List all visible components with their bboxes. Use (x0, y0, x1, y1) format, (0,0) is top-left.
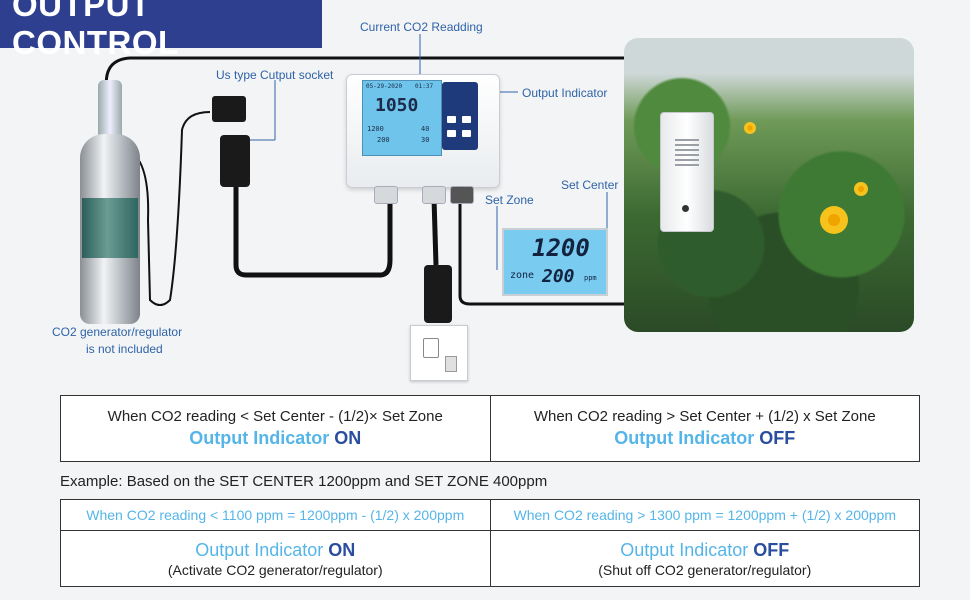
controller-up-button[interactable] (447, 116, 456, 123)
zoom-unit: ppm (584, 274, 597, 282)
example-table: When CO2 reading < 1100 ppm = 1200ppm - … (60, 499, 920, 587)
lcd-zone-right: 30 (421, 136, 430, 144)
rule-table: When CO2 reading < Set Center - (1/2)× S… (60, 395, 920, 462)
zoom-zone-value: 200 (542, 266, 575, 287)
socket-plug (220, 135, 250, 187)
power-plug (424, 265, 452, 323)
zoomed-lcd: 1200 zone 200 ppm (502, 228, 608, 296)
example-off-cell: Output Indicator OFF (Shut off CO2 gener… (489, 531, 920, 586)
callout-generator-line1: CO2 generator/regulator (52, 325, 183, 339)
example-on-state: Output Indicator ON (195, 539, 356, 560)
callout-current-reading: Current CO2 Readding (360, 20, 483, 34)
example-text: Example: Based on the SET CENTER 1200ppm… (60, 473, 548, 490)
cable-glands (362, 186, 474, 204)
rule-off-state: Output Indicator OFF (614, 428, 796, 448)
controller-down-button[interactable] (447, 130, 456, 137)
co2-sensor (660, 112, 714, 232)
flower-icon (854, 182, 868, 196)
lcd-reading: 1050 (375, 95, 419, 116)
example-on-condition: When CO2 reading < 1100 ppm = 1200ppm - … (86, 507, 465, 523)
controller-enter-button[interactable] (462, 130, 471, 137)
callout-set-center: Set Center (561, 178, 619, 192)
rule-on-cell: When CO2 reading < Set Center - (1/2)× S… (61, 396, 490, 461)
rule-off-condition: When CO2 reading > Set Center + (1/2) x … (533, 408, 876, 425)
lcd-center-right: 40 (421, 125, 430, 133)
example-off-state: Output Indicator OFF (620, 539, 790, 560)
lcd-center: 1200 (367, 125, 384, 133)
callout-output-indicator: Output Indicator (522, 86, 608, 100)
zoom-center-value: 1200 (532, 234, 590, 262)
callout-set-zone: Set Zone (485, 193, 534, 207)
rule-on-condition: When CO2 reading < Set Center - (1/2)× S… (107, 408, 443, 425)
lcd-zone: 200 (377, 136, 390, 144)
cylinder-label (82, 198, 138, 258)
flower-icon (820, 206, 848, 234)
example-off-note: (Shut off CO2 generator/regulator) (598, 561, 812, 578)
lcd-time: 01:37 (415, 83, 434, 90)
lcd-date: 05-29-2020 (366, 83, 403, 90)
rule-off-cell: When CO2 reading > Set Center + (1/2) x … (489, 396, 920, 461)
callout-socket: Us type Cutput socket (216, 68, 334, 82)
controller-button-panel (442, 82, 478, 150)
example-on-note: (Activate CO2 generator/regulator) (167, 561, 383, 578)
zoom-zone-label: zone (510, 270, 535, 281)
output-socket (212, 96, 246, 122)
rule-on-state: Output Indicator ON (189, 428, 362, 448)
cylinder-valve (98, 80, 122, 138)
controller-set-button[interactable] (462, 116, 471, 123)
wall-outlet (410, 325, 468, 381)
controller-lcd: 05-29-2020 01:37 1050 1200 40 200 30 (362, 80, 442, 156)
example-on-cell: Output Indicator ON (Activate CO2 genera… (61, 531, 490, 586)
flower-icon (744, 122, 756, 134)
example-off-condition: When CO2 reading > 1300 ppm = 1200ppm + … (489, 500, 920, 530)
callout-generator-line2: is not included (86, 342, 163, 356)
